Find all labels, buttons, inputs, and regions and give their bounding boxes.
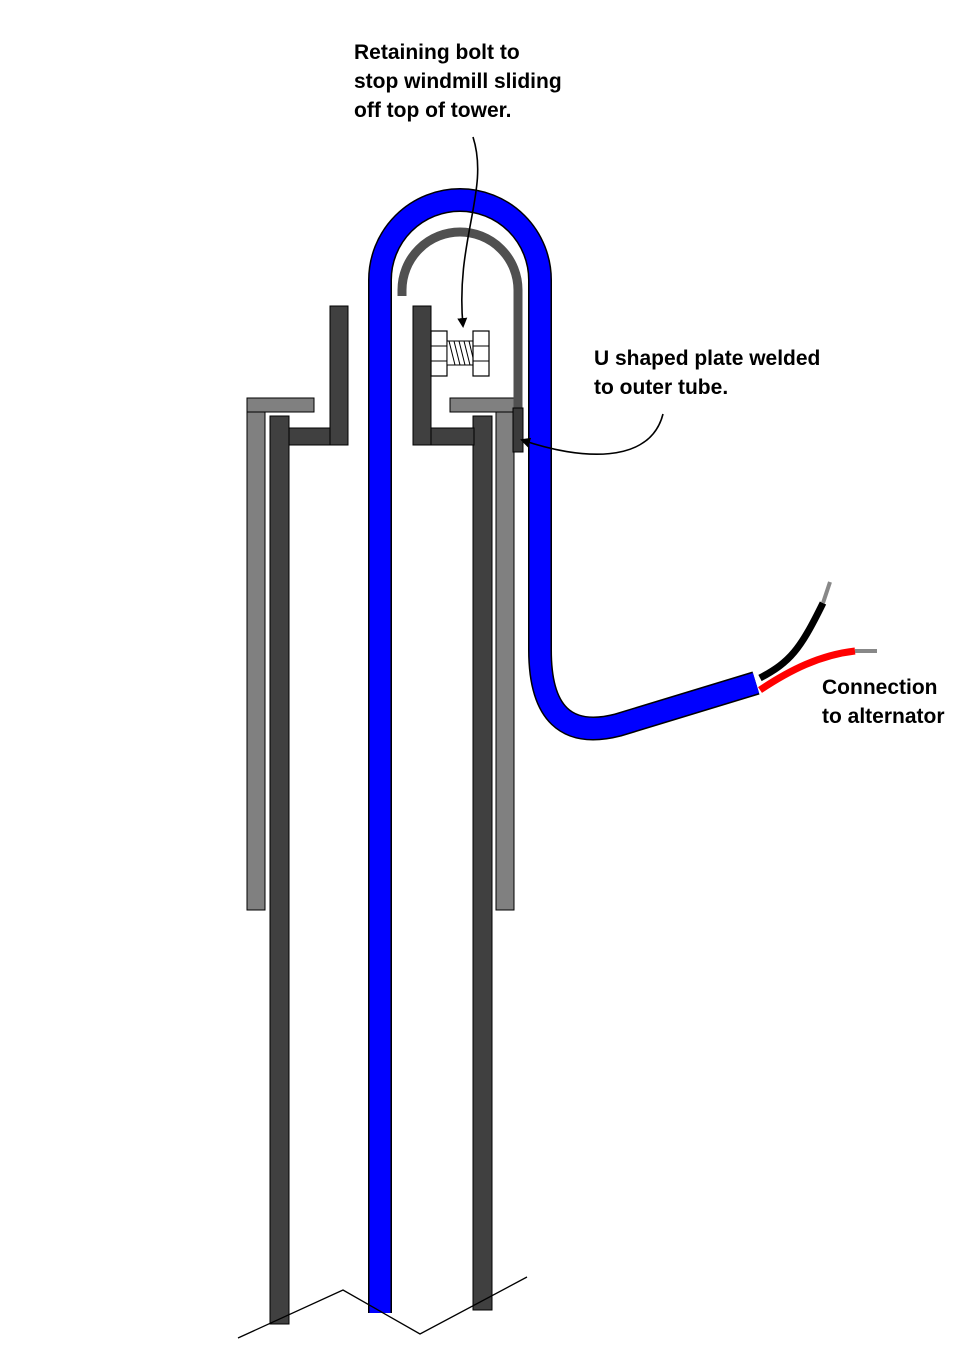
inner-tube-right-flange — [428, 427, 475, 446]
connection-label-line-1: Connection — [822, 676, 938, 699]
wire-black-tip — [821, 581, 832, 604]
inner-tube-right-upstand — [412, 305, 432, 446]
inner-tube-left-flange — [288, 427, 332, 446]
u-plate-label: U shaped plate welded to outer tube. — [594, 344, 820, 402]
outer-tube-left-wall — [246, 409, 266, 911]
u-plate-label-line-2: to outer tube. — [594, 376, 729, 399]
inner-tube — [269, 305, 493, 1325]
connection-label-line-2: to alternator — [822, 705, 945, 728]
hex-bolt-icon — [430, 330, 490, 377]
section-break-icon — [237, 1276, 528, 1339]
cable — [368, 188, 877, 1313]
bolt-arrow — [457, 136, 479, 328]
outer-tube-right-wall — [495, 409, 515, 911]
u-plate-tab — [512, 407, 524, 453]
inner-tube-left-upstand — [329, 305, 349, 446]
bolt-nut-right — [472, 330, 490, 377]
u-plate-arch — [397, 227, 523, 410]
retaining-bolt-label-line-2: stop windmill sliding — [354, 70, 562, 93]
wire-red — [758, 647, 856, 693]
bolt-nut-left — [430, 330, 448, 377]
outer-tube-left-cap — [246, 397, 315, 413]
u-plate-label-line-1: U shaped plate welded — [594, 347, 821, 370]
leader-arrows — [457, 136, 664, 456]
cable-sheath — [369, 189, 760, 1313]
inner-tube-left-wall — [269, 415, 290, 1325]
retaining-bolt-label-line-1: Retaining bolt to — [354, 41, 520, 64]
outer-tube-right-cap — [449, 397, 515, 413]
break-line-left — [237, 1276, 528, 1339]
bolt-thread — [448, 340, 475, 366]
u-plate — [397, 227, 524, 453]
inner-tube-right-wall — [472, 415, 493, 1311]
connection-label: Connection to alternator — [822, 673, 945, 731]
retaining-bolt-label: Retaining bolt to stop windmill sliding … — [354, 38, 562, 125]
wire-black — [758, 601, 827, 682]
plate-arrow — [520, 413, 664, 456]
retaining-bolt-label-line-3: off top of tower. — [354, 99, 512, 122]
